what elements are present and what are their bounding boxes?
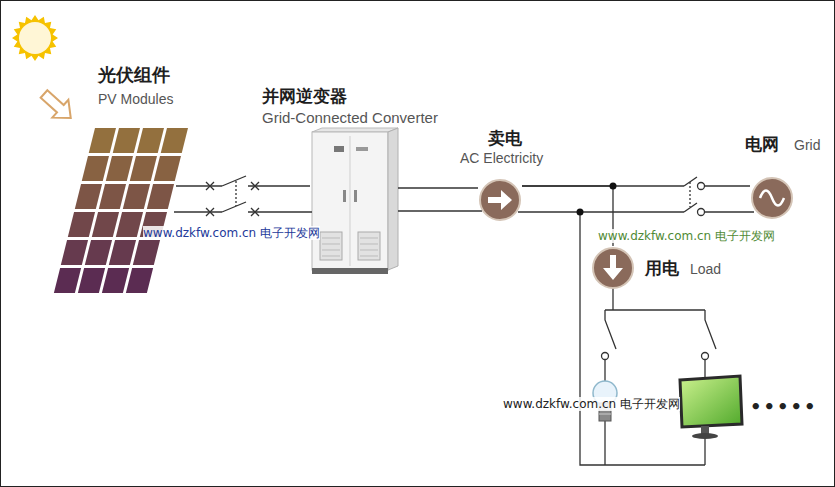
junction-dot (577, 209, 584, 216)
vent-slots (322, 238, 378, 256)
switch-contact (702, 353, 709, 360)
wires (174, 211, 754, 465)
monitor-wire (704, 438, 705, 465)
monitor-stand (701, 426, 709, 434)
sine-symbol (760, 191, 784, 206)
grid-circle: 电网Grid (750, 176, 794, 220)
switch-blade (684, 177, 697, 212)
load-circle: 用电Load (591, 246, 635, 290)
inverter-cabinet: 并网逆变器Grid-Connected Converter (310, 128, 398, 276)
pv-cell (113, 128, 140, 153)
pv-cell (133, 240, 160, 265)
cabinet-top (312, 128, 398, 132)
pv-cell (61, 240, 88, 265)
symbol-disc (480, 180, 520, 220)
pv-cell (109, 240, 136, 265)
pv-cell (154, 156, 181, 181)
sun-icon (12, 15, 58, 61)
chinese-label: 光伏组件 (98, 64, 170, 86)
junction-dot (610, 183, 617, 190)
dc-switch (206, 176, 259, 216)
pv-cell (78, 268, 105, 293)
pv-cell (126, 268, 153, 293)
watermark: www.dzkfw.com.cn 电子开发网 (598, 229, 775, 243)
pv-cell (102, 268, 129, 293)
chinese-label: 用电 (645, 258, 679, 278)
pv-module: 光伏组件PV Modules (52, 125, 176, 295)
switch-link (235, 181, 236, 206)
ellipsis-dots: ••••• (750, 396, 818, 418)
grid-switch (684, 177, 705, 216)
cross-mark (206, 182, 214, 216)
pv-cell (106, 156, 133, 181)
cabinet-handle (354, 190, 357, 202)
pv-cell (68, 212, 95, 237)
monitor-foot (692, 433, 718, 439)
english-label: Grid-Connected Converter (262, 109, 438, 127)
monitor (680, 376, 742, 439)
pv-cell (161, 128, 188, 153)
pv-cell (92, 212, 119, 237)
cabinet-side (388, 128, 398, 270)
cabinet-front (312, 132, 388, 270)
english-label: PV Modules (98, 91, 173, 108)
watermark: www.dzkfw.com.cn 电子开发网 (503, 397, 680, 411)
cabinet-display (334, 146, 344, 152)
pv-panel (54, 128, 188, 293)
switch-contact (698, 209, 705, 216)
symbol-disc (593, 248, 633, 288)
switch-blade (222, 176, 246, 212)
cross-mark (251, 182, 259, 216)
pv-cell (99, 184, 126, 209)
monitor-screen (680, 376, 742, 427)
inverter-cabinet-drawing (312, 128, 398, 274)
cabinet-handle (343, 190, 346, 202)
flow-arrow (488, 190, 512, 210)
switch-contact (698, 183, 705, 190)
sun-disc (19, 22, 51, 54)
pv-cell (137, 128, 164, 153)
bulb-wire (604, 360, 605, 383)
pv-cell (116, 212, 143, 237)
switch-gap (684, 207, 698, 217)
bulb-wire (604, 421, 605, 465)
circle-symbol (591, 246, 635, 290)
pv-cell (54, 268, 81, 293)
chinese-label: 卖电 (488, 128, 522, 148)
switch-contact (602, 353, 609, 360)
monitor-wire (704, 360, 705, 377)
flow-arrow (603, 255, 623, 280)
pv-cell (147, 184, 174, 209)
pv-cell (130, 156, 157, 181)
ac-wire (398, 210, 482, 211)
symbol-disc (752, 178, 792, 218)
sun-rays (12, 15, 58, 61)
english-label: AC Electricity (460, 150, 543, 167)
meter-circle: 卖电AC Electricity (478, 178, 522, 222)
switch-link (689, 182, 690, 207)
load-switch (605, 310, 716, 349)
english-label: Load (690, 261, 721, 278)
cabinet-base (312, 268, 388, 274)
chinese-label: 电网 (745, 134, 779, 154)
chinese-label: 并网逆变器 (262, 86, 347, 106)
circle-symbol (750, 176, 794, 220)
pv-cell (82, 156, 109, 181)
ac-wire (518, 211, 754, 212)
english-label: Grid (794, 137, 820, 154)
switch-gap (684, 181, 698, 191)
pv-cell (89, 128, 116, 153)
circle-symbol (478, 178, 522, 222)
wire-connector (398, 187, 478, 188)
pv-cell (75, 184, 102, 209)
load-bus (605, 309, 705, 310)
pv-cell (123, 184, 150, 209)
pv-cell (85, 240, 112, 265)
load-wire (612, 288, 613, 310)
cabinet-badge (356, 147, 368, 151)
cabinet-door-line (350, 136, 351, 266)
sunlight-arrow (36, 85, 79, 127)
watermark: www.dzkfw.com.cn 电子开发网 (143, 226, 320, 240)
